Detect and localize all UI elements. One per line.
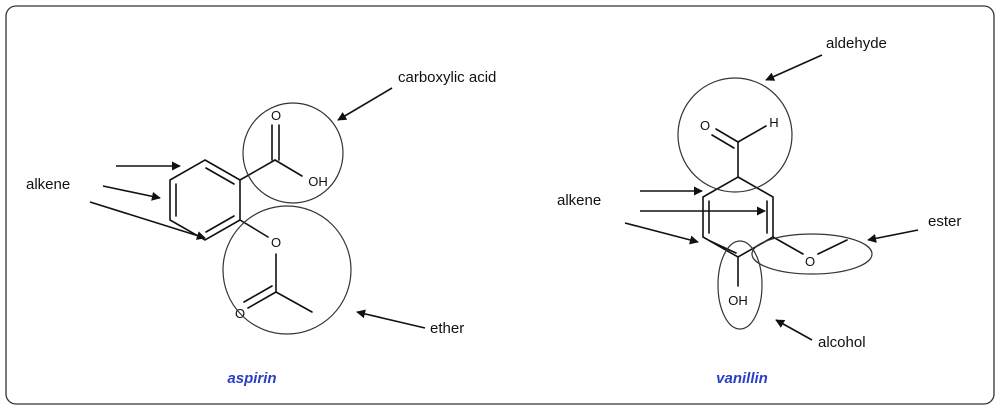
vanillin-co-double-bond [715, 128, 739, 143]
vanillin-molecule: H O O OH [677, 77, 873, 330]
vanillin-co-double-bond [711, 134, 735, 149]
vanillin-ch-bond [737, 125, 767, 143]
alcohol-arrow [775, 319, 813, 341]
aldehyde-highlight-circle [677, 77, 793, 193]
aspirin-bond [274, 159, 303, 177]
aspirin-ring-double-bond [205, 215, 235, 233]
alcohol-label: alcohol [818, 334, 866, 351]
aldehyde-arrow [765, 54, 823, 81]
aspirin-name-label: aspirin [227, 370, 276, 387]
vanillin-hydroxyl-group: OH [728, 293, 748, 308]
carboxylic-acid-label: carboxylic acid [398, 69, 496, 86]
aspirin-ring-double-bond [205, 167, 235, 185]
ether-label: ether [430, 320, 464, 337]
carboxylic-acid-arrow [337, 87, 393, 121]
aspirin-ester-oxygen: O [271, 235, 281, 250]
aspirin-bond [239, 219, 269, 238]
alkene-label: alkene [26, 176, 70, 193]
aspirin-molecule: O OH O O [169, 102, 352, 335]
methoxy-highlight-ellipse [751, 233, 873, 275]
vanillin-aldehyde-oxygen: O [700, 118, 710, 133]
ester-arrow [867, 229, 919, 243]
vanillin-ring-double-bond [709, 240, 737, 254]
vanillin-methoxy-oxygen: O [805, 254, 815, 269]
ester-label: ester [928, 213, 961, 230]
aspirin-co-double-bond [243, 285, 273, 303]
aspirin-hydroxyl-group: OH [308, 174, 328, 189]
vanillin-bond [772, 236, 804, 255]
aspirin-methyl-bond [275, 291, 313, 313]
vanillin-aldehyde-hydrogen: H [769, 115, 778, 130]
hydroxyl-highlight-ellipse [717, 240, 763, 330]
vanillin-methyl-bond [817, 239, 848, 255]
aspirin-co-double-bond [247, 291, 277, 309]
aldehyde-label: aldehyde [826, 35, 887, 52]
alkene-arrow [102, 185, 161, 201]
alkene-arrow [624, 222, 699, 245]
ether-arrow [356, 309, 426, 329]
alkene-label: alkene [557, 192, 601, 209]
ester-highlight-circle [222, 205, 352, 335]
alkene-arrow [89, 201, 206, 240]
carboxylic-acid-highlight-circle [242, 102, 344, 204]
aspirin-carbonyl-oxygen: O [271, 108, 281, 123]
vanillin-name-label: vanillin [716, 370, 768, 387]
aspirin-bond [239, 159, 276, 181]
